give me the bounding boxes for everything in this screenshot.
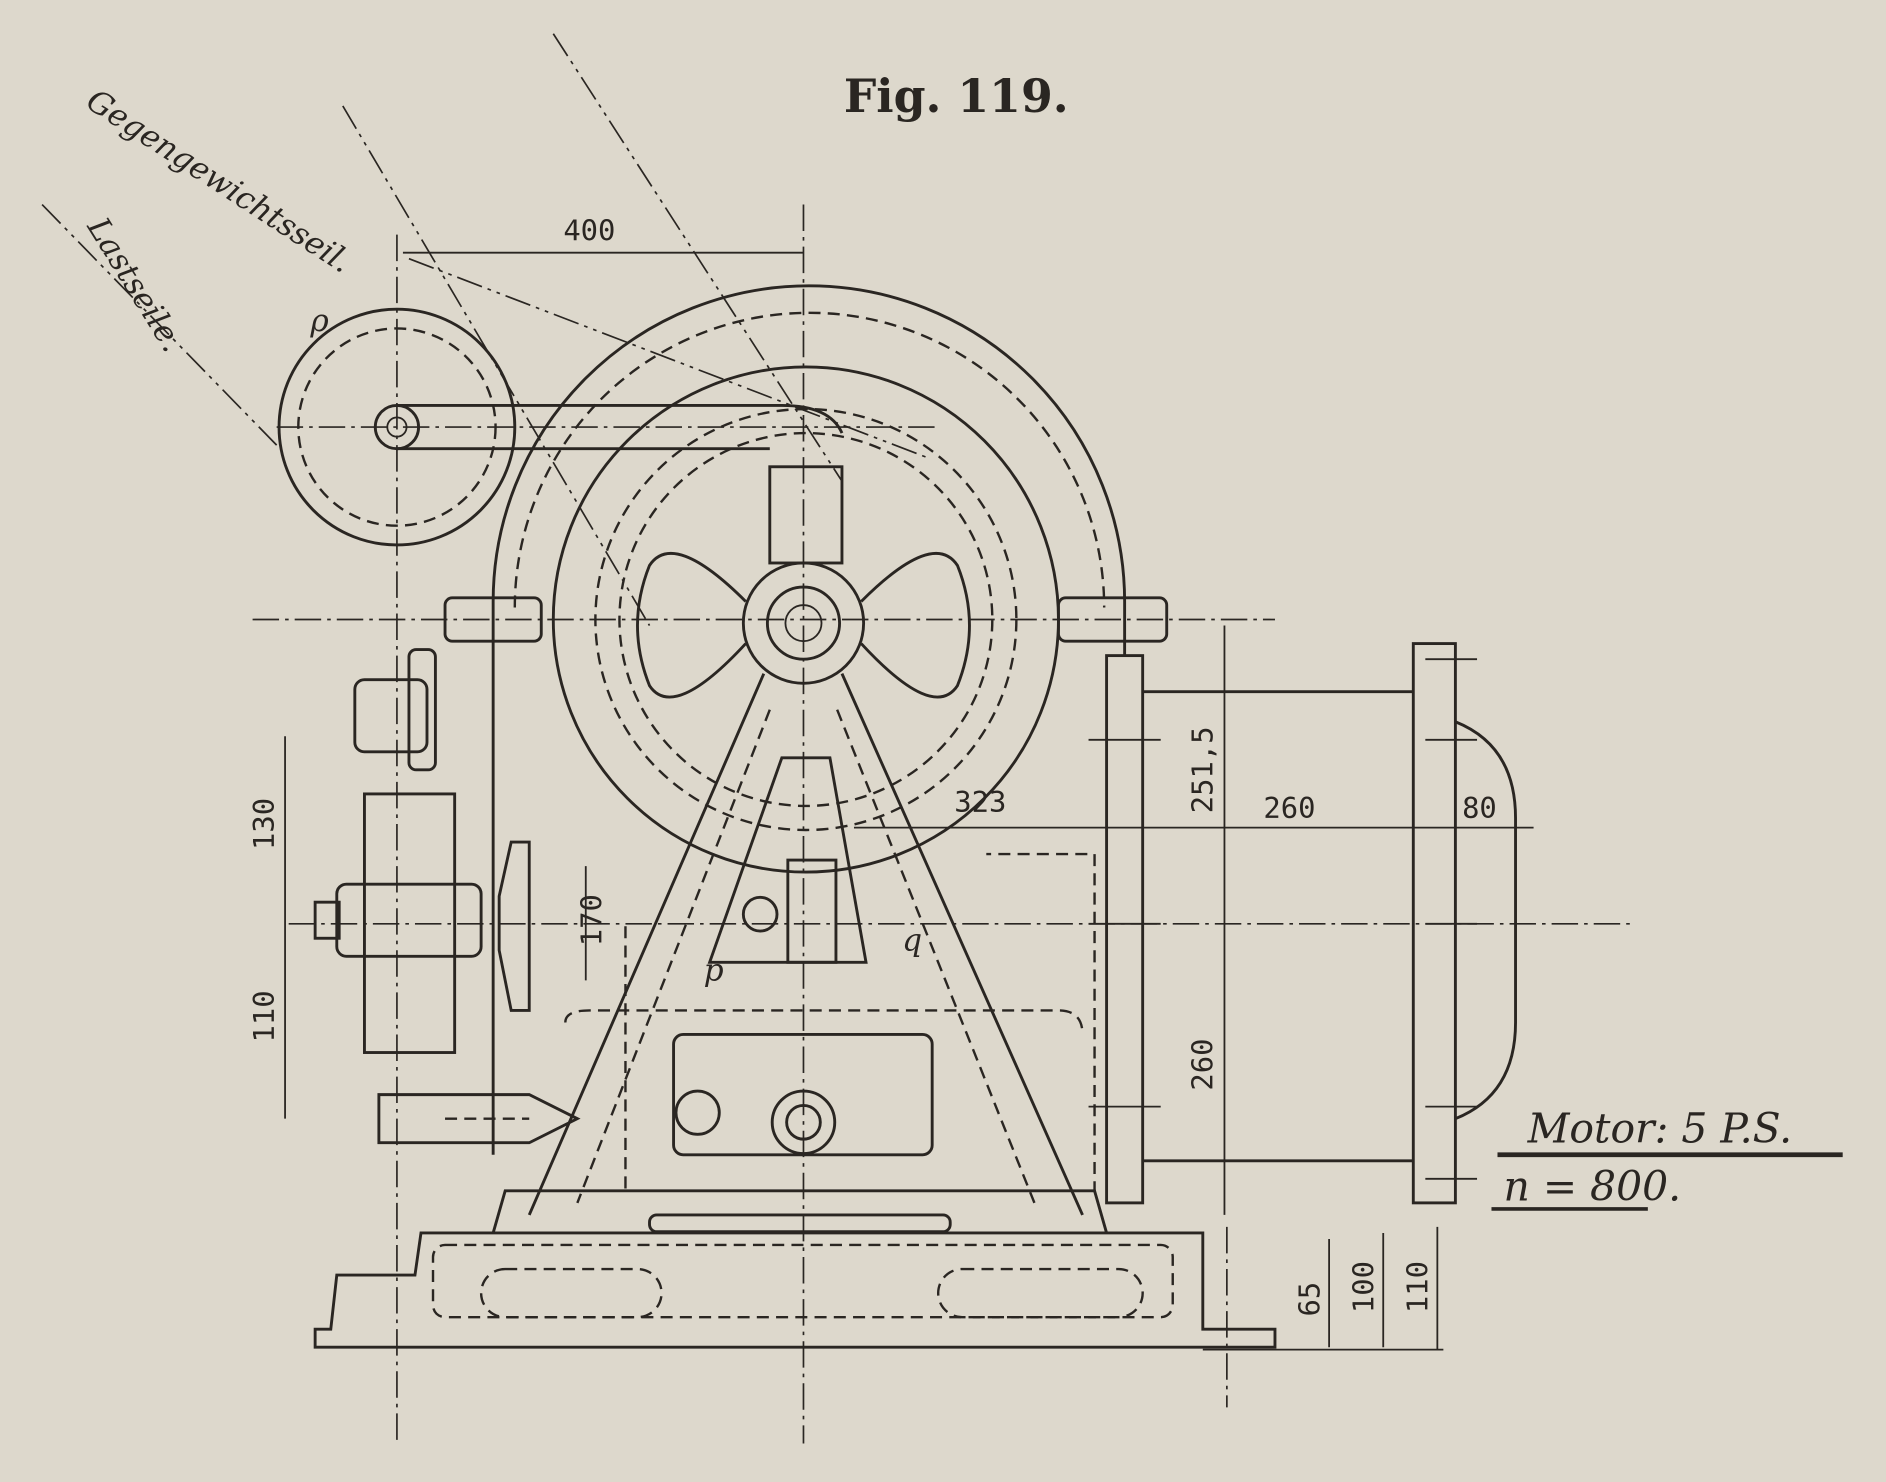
dim-260-vertical: 260 xyxy=(1185,1038,1219,1090)
base-plate xyxy=(313,1189,1277,1349)
center-lines xyxy=(252,204,1636,1444)
dim-251-5: 251,5 xyxy=(1185,726,1219,813)
brake-pulley xyxy=(313,648,581,1145)
rho-label: ρ xyxy=(309,303,329,339)
p-label: p xyxy=(704,952,724,988)
dim-400: 400 xyxy=(563,214,615,248)
dim-110-base: 110 xyxy=(1401,1261,1435,1313)
dim-130: 130 xyxy=(247,798,281,850)
dim-100: 100 xyxy=(1347,1261,1381,1313)
dimension-lines xyxy=(284,251,1534,1351)
counterweight-pulley xyxy=(277,307,517,547)
motor xyxy=(1088,642,1517,1205)
q-label: q xyxy=(902,922,922,958)
dim-110-left: 110 xyxy=(247,990,281,1042)
a-frame-stand xyxy=(527,673,1096,1216)
motor-speed-label: n = 800. xyxy=(1504,1162,1682,1210)
motor-power-label: Motor: 5 P.S. xyxy=(1527,1105,1793,1153)
figure-title: Fig. 119. xyxy=(844,69,1069,123)
dim-323: 323 xyxy=(954,785,1006,819)
crank-arm xyxy=(396,403,844,451)
dim-260-horizontal: 260 xyxy=(1263,791,1315,825)
dim-65: 65 xyxy=(1292,1282,1326,1317)
dim-170: 170 xyxy=(574,894,608,946)
load-ropes-label: Lastseile. xyxy=(79,211,190,359)
dim-80: 80 xyxy=(1462,791,1497,825)
main-gear-wheel xyxy=(443,284,1169,1155)
